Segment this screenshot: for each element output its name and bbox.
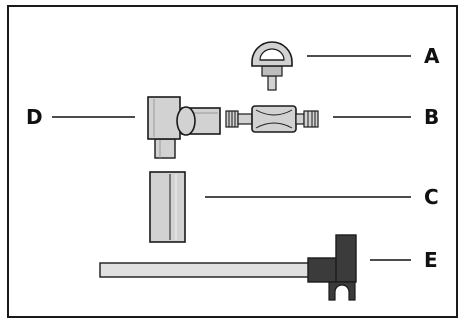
diagram-frame: [7, 5, 458, 318]
part-e-rod: [99, 234, 357, 301]
part-a-cap: [251, 41, 293, 91]
leader-lines: [52, 55, 411, 261]
part-d-elbow: [147, 96, 221, 159]
label-e: E: [424, 248, 438, 272]
label-a: A: [424, 44, 440, 68]
label-d: D: [26, 105, 43, 129]
label-b: B: [424, 105, 439, 129]
part-b-coupling: [225, 105, 319, 133]
label-c: C: [424, 185, 439, 209]
part-c-tube: [149, 171, 186, 243]
